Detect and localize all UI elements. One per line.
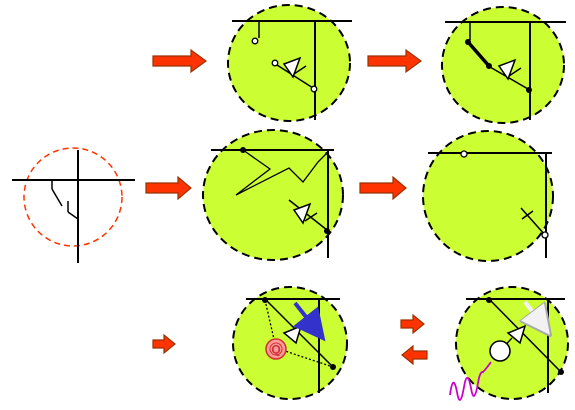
state-bubble-3 [202,129,344,261]
right-arrow-icon [400,313,425,335]
right-arrow-icon [145,175,192,201]
faded-arrow-icon [525,300,544,327]
transition-arrow-6 [400,313,425,335]
transition-arrow-3 [145,175,192,201]
transition-arrow-4 [359,175,407,201]
transition-arrow-1 [152,48,208,74]
state-bubble-2 [441,6,566,124]
spark-icon [235,149,327,196]
initial-state [12,147,135,263]
diode-icon [497,58,517,81]
state-bubble-4 [422,130,554,262]
right-arrow-icon [152,333,176,355]
diode-icon [292,202,312,225]
charge-label: Q [271,343,280,357]
transition-arrow-7 [401,344,428,366]
neutral-particle [489,340,511,362]
state-bubble-1 [227,4,352,122]
left-arrow-icon [401,344,428,366]
state-bubble-6 [449,286,569,401]
state-bubble-5: Q [232,286,348,400]
charge-q: Q [265,338,287,360]
transition-arrow-5 [152,333,176,355]
right-arrow-icon [367,48,423,74]
blue-arrow-icon [293,301,326,342]
right-arrow-icon [359,175,407,201]
transition-arrow-2 [367,48,423,74]
right-arrow-icon [152,48,208,74]
diode-icon [282,56,302,79]
wavy-line-icon [449,361,492,401]
